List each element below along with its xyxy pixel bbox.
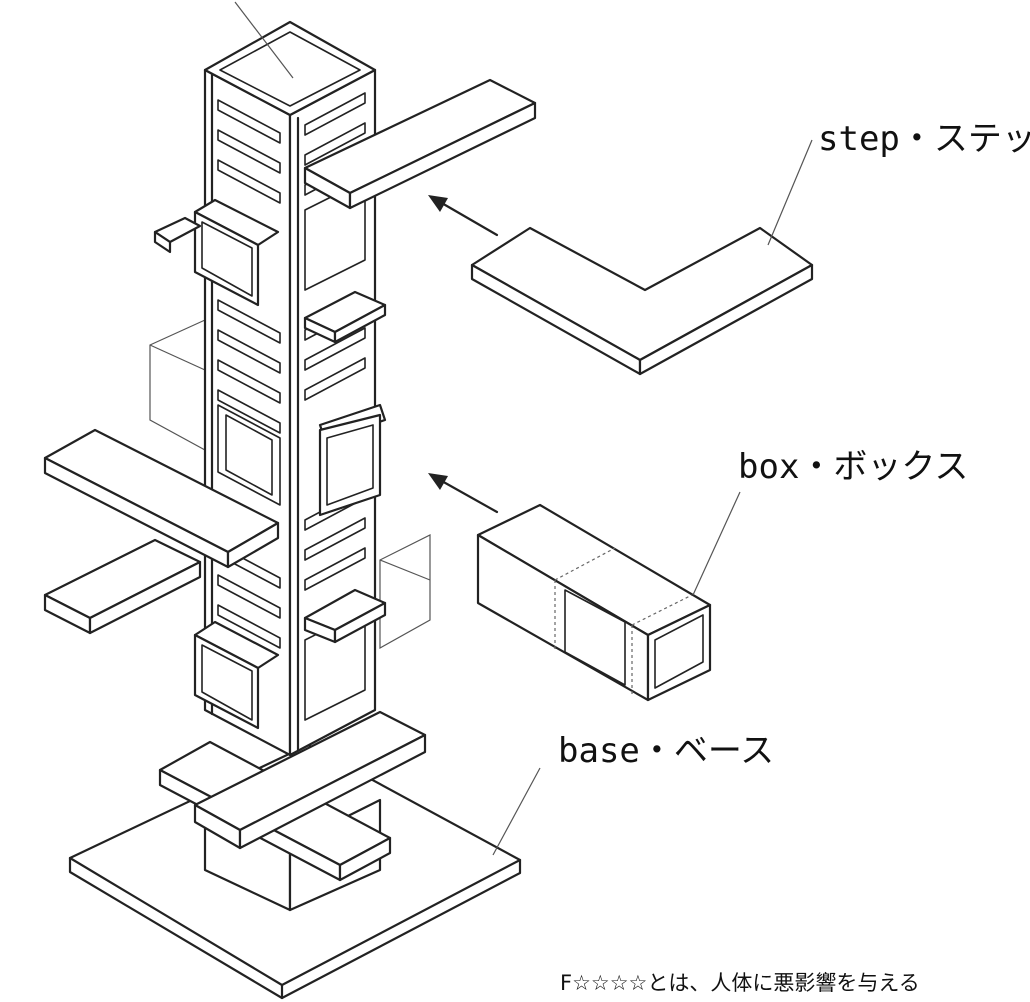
attached-box-upper-left (193, 198, 280, 307)
vent-slot-left (217, 129, 281, 174)
label-box: box・ボックス (738, 447, 968, 487)
vent-slot-right (304, 517, 366, 561)
label-step: step・ステップ (818, 119, 1030, 159)
exploded-step (470, 226, 814, 376)
hidden-box-upper (149, 319, 206, 452)
step-lower-right (303, 588, 387, 644)
step-long-left (43, 428, 280, 569)
step-bottom-right (193, 710, 427, 850)
step-top-right (303, 78, 537, 210)
label-base: base・ベース (558, 731, 774, 771)
step-upper-left (153, 216, 202, 254)
hidden-box-lower (379, 534, 431, 650)
vent-slot-left (217, 299, 281, 344)
attached-box-mid-right (318, 403, 387, 517)
vent-slot-left (217, 574, 281, 619)
vent-slot-left (217, 99, 281, 144)
vent-slot-right (304, 92, 366, 136)
vent-slot-right (304, 122, 366, 166)
arrow-box-to-column (428, 473, 499, 514)
vent-slot-left (217, 604, 281, 649)
footnote: F☆☆☆☆とは、人体に悪影響を与える (560, 971, 920, 995)
leader-line-box (692, 491, 741, 596)
vent-slot-left (217, 159, 281, 204)
step-lower-left (43, 538, 202, 635)
vent-slot-left (217, 389, 281, 434)
leader-line-step (767, 139, 813, 246)
attached-box-lower-left (193, 620, 280, 730)
vent-slot-right (304, 327, 366, 371)
vent-slot-right (304, 547, 366, 591)
column-opening-left-mid (217, 404, 281, 506)
exploded-box (476, 503, 712, 702)
step-mid-right (303, 290, 387, 344)
vent-slot-left (217, 359, 281, 404)
leader-line-top (234, 1, 294, 79)
vent-slot-right (304, 357, 366, 401)
arrow-step-to-column (428, 195, 499, 237)
left-face-slots (217, 99, 281, 649)
leader-line-base (492, 767, 541, 856)
vent-slot-left (217, 329, 281, 374)
